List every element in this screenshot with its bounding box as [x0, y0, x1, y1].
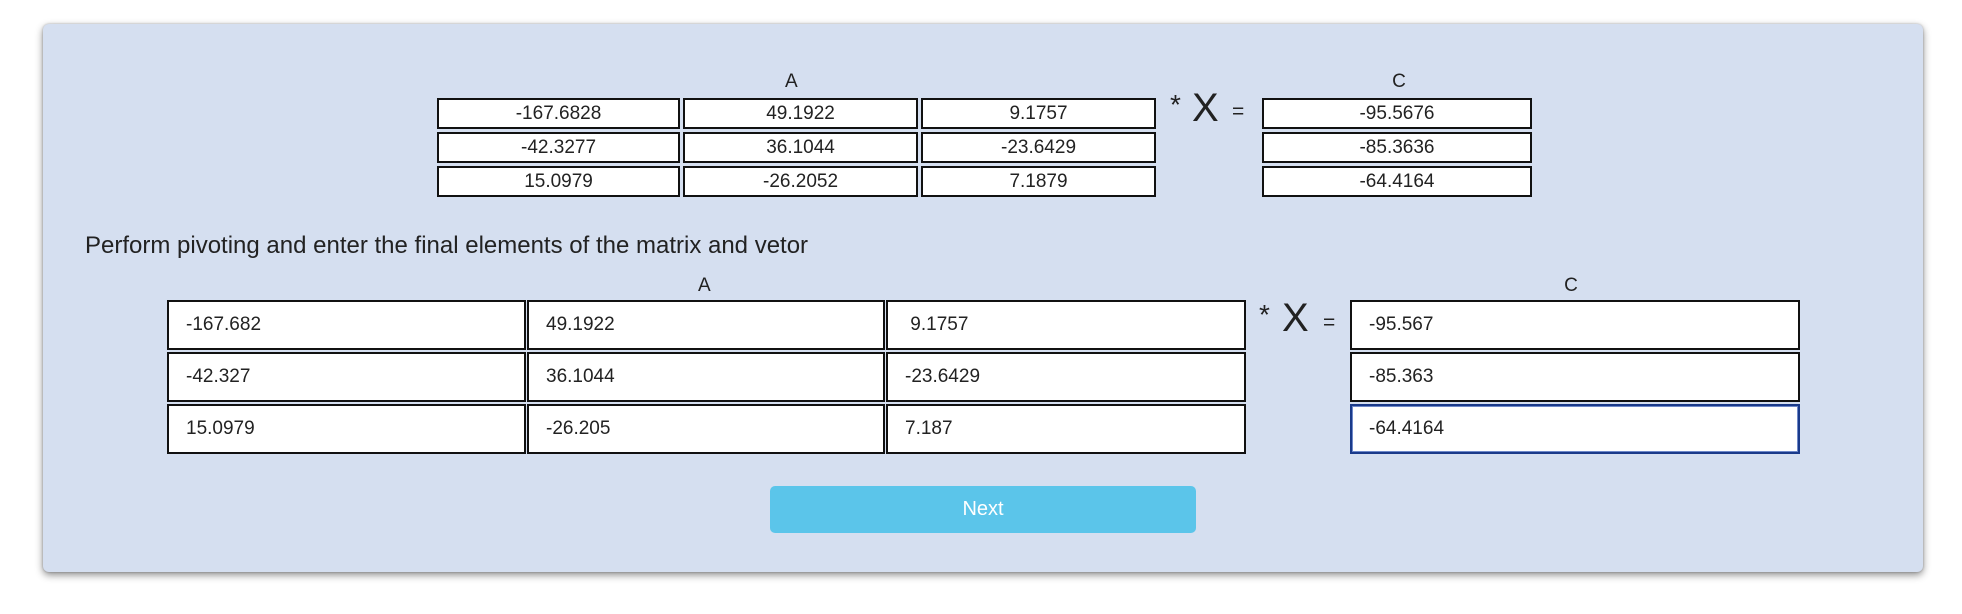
bottom-matrix-a-label: A [698, 275, 711, 296]
top-matrix-a-row: 15.0979 -26.2052 7.1879 [437, 166, 1156, 197]
top-vector-c-label: C [1392, 71, 1406, 92]
bottom-matrix-a-input-r2c2[interactable] [527, 352, 885, 402]
top-matrix-a-row: -42.3277 36.1044 -23.6429 [437, 132, 1156, 163]
top-vector-c-row: -95.5676 [1262, 98, 1532, 129]
top-vector-c-cell: -64.4164 [1262, 166, 1532, 197]
bottom-vector-c-input-r2[interactable] [1350, 352, 1800, 402]
top-vector-c-row: -85.3636 [1262, 132, 1532, 163]
top-matrix-a: -167.6828 49.1922 9.1757 -42.3277 36.104… [434, 95, 1159, 200]
top-multiply-symbol: * [1170, 89, 1181, 120]
bottom-multiply-symbol: * [1259, 299, 1270, 330]
bottom-matrix-a-input-r3c2[interactable] [527, 404, 885, 454]
bottom-unknown-x: X [1282, 296, 1309, 340]
top-matrix-a-cell: 49.1922 [683, 98, 919, 129]
bottom-equals-symbol: = [1323, 311, 1336, 334]
bottom-matrix-a-input-r2c3[interactable] [886, 352, 1246, 402]
top-matrix-a-cell: 15.0979 [437, 166, 681, 197]
bottom-matrix-a-input-r2c1[interactable] [167, 352, 526, 402]
top-matrix-a-cell: 9.1757 [921, 98, 1156, 129]
pivoting-card: A C -167.6828 49.1922 9.1757 -42.3277 36… [43, 24, 1923, 572]
top-matrix-a-cell: -26.2052 [683, 166, 919, 197]
bottom-matrix-a-input-r1c1[interactable] [167, 300, 526, 350]
top-vector-c-row: -64.4164 [1262, 166, 1532, 197]
top-matrix-a-cell: -167.6828 [437, 98, 681, 129]
bottom-vector-c-input-r1[interactable] [1350, 300, 1800, 350]
bottom-matrix-a-input-r1c2[interactable] [527, 300, 885, 350]
top-matrix-a-cell: 36.1044 [683, 132, 919, 163]
bottom-matrix-a-input-r3c1[interactable] [167, 404, 526, 454]
bottom-vector-c-label: C [1564, 275, 1578, 296]
top-vector-c-cell: -95.5676 [1262, 98, 1532, 129]
bottom-matrix-a-input-r3c3[interactable] [886, 404, 1246, 454]
top-vector-c-cell: -85.3636 [1262, 132, 1532, 163]
top-matrix-a-cell: 7.1879 [921, 166, 1156, 197]
bottom-vector-c-input-r3[interactable] [1350, 404, 1800, 454]
top-matrix-a-row: -167.6828 49.1922 9.1757 [437, 98, 1156, 129]
top-equals-symbol: = [1232, 100, 1245, 123]
instruction-text: Perform pivoting and enter the final ele… [85, 232, 809, 259]
bottom-matrix-a-input-r1c3[interactable] [886, 300, 1246, 350]
next-button[interactable]: Next [770, 486, 1196, 533]
top-vector-c: -95.5676 -85.3636 -64.4164 [1259, 95, 1535, 200]
top-matrix-a-cell: -42.3277 [437, 132, 681, 163]
top-matrix-a-cell: -23.6429 [921, 132, 1156, 163]
top-unknown-x: X [1192, 86, 1219, 130]
top-matrix-a-label: A [785, 71, 798, 92]
